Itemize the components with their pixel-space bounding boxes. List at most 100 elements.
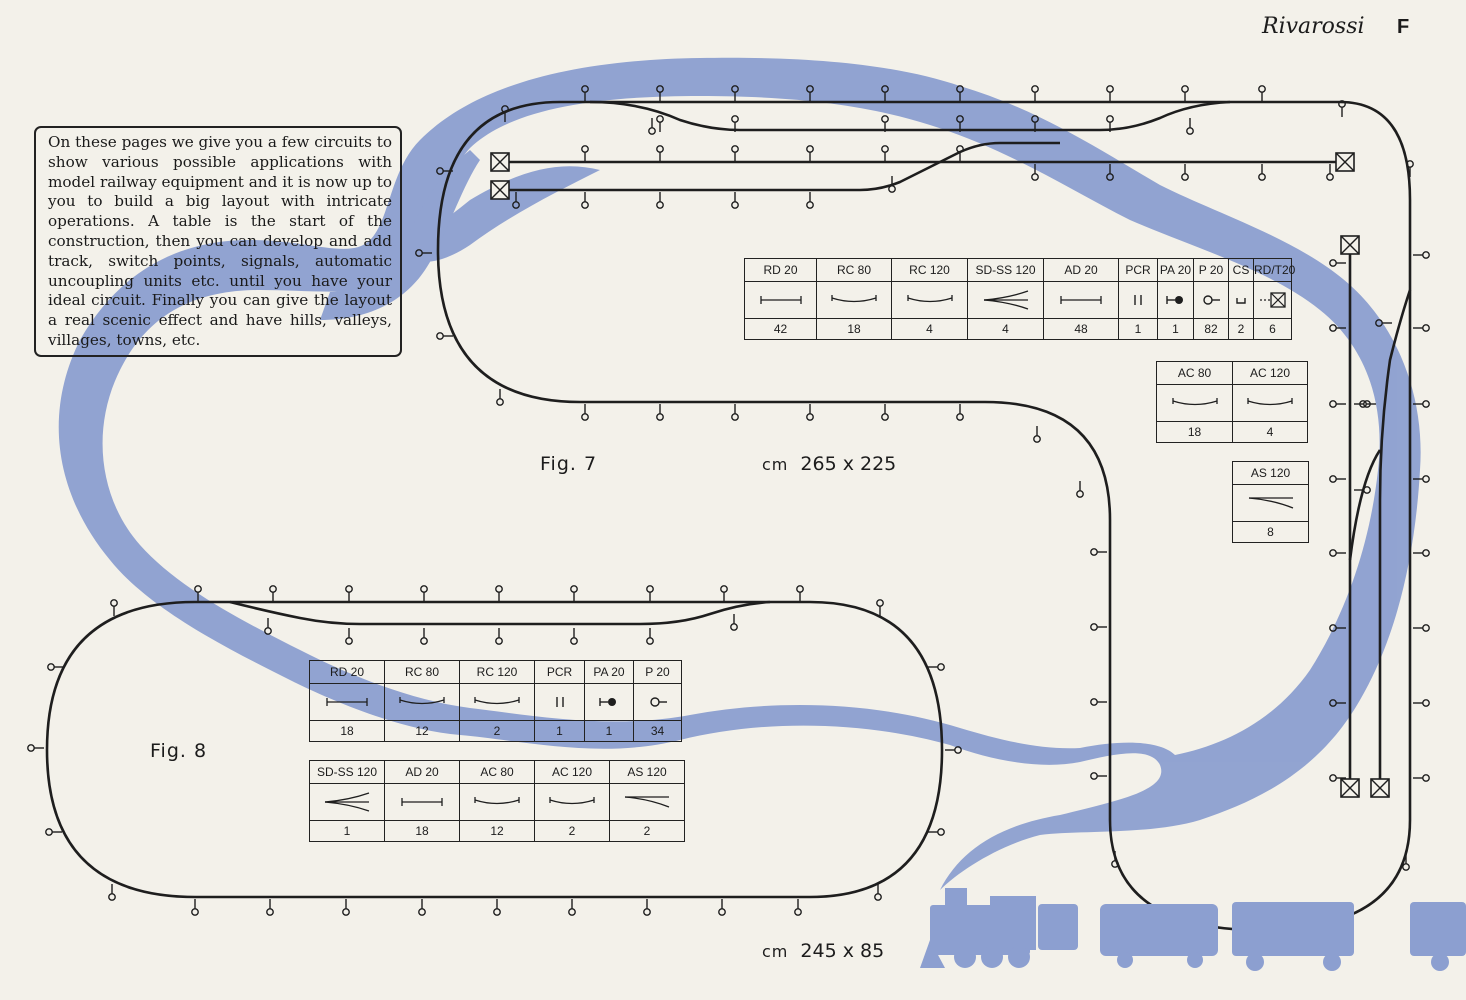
part-quantity: 4 xyxy=(891,318,968,340)
part-header: RC 120 xyxy=(891,258,968,282)
part-quantity: 18 xyxy=(384,820,460,842)
part-quantity: 12 xyxy=(459,820,535,842)
curve-track-icon xyxy=(1156,384,1233,422)
parts-row-symbols xyxy=(1232,484,1309,522)
part-quantity: 18 xyxy=(309,720,385,742)
signal-icon xyxy=(1157,281,1194,319)
fig7-as-parts-table: AS 120 8 xyxy=(1232,461,1309,543)
part-quantity: 1 xyxy=(534,720,585,742)
curve-track-icon xyxy=(534,783,610,821)
train-silhouette xyxy=(920,888,1466,971)
part-header: AC 80 xyxy=(1156,361,1233,385)
parts-row-symbols xyxy=(309,683,682,721)
parts-row-symbols xyxy=(309,783,685,821)
part-header: AC 120 xyxy=(534,760,610,784)
intro-text-box: On these pages we give you a few circuit… xyxy=(34,126,402,357)
curve-track-icon xyxy=(1232,384,1308,422)
curve-track-icon xyxy=(891,281,968,319)
part-header: AC 120 xyxy=(1232,361,1308,385)
fig7-dimension-unit: cm xyxy=(762,455,789,474)
fig8-label: Fig. 8 xyxy=(150,740,208,762)
part-quantity: 34 xyxy=(633,720,682,742)
intro-text: On these pages we give you a few circuit… xyxy=(48,133,392,349)
brand-logo-text: Rivarossi xyxy=(1262,14,1365,39)
part-header: RC 120 xyxy=(459,660,535,684)
parts-row-symbols xyxy=(1156,384,1308,422)
straight-track-icon xyxy=(1043,281,1119,319)
straight-track-icon xyxy=(384,783,460,821)
fig7-dimension-value: 265 x 225 xyxy=(800,453,897,475)
fig8-dimension-unit: cm xyxy=(762,942,789,961)
buffer-stop-icon xyxy=(1253,281,1292,319)
parts-row-symbols xyxy=(744,281,1292,319)
part-header: AS 120 xyxy=(609,760,685,784)
part-header: P 20 xyxy=(1193,258,1229,282)
fig7-dimensions: cm 265 x 225 xyxy=(762,453,896,475)
part-header: AC 80 xyxy=(459,760,535,784)
part-header: RD 20 xyxy=(309,660,385,684)
fig8-dimensions: cm 245 x 85 xyxy=(762,940,884,962)
part-header: AD 20 xyxy=(384,760,460,784)
part-header: PCR xyxy=(534,660,585,684)
part-quantity: 18 xyxy=(1156,421,1233,443)
part-quantity: 2 xyxy=(459,720,535,742)
pole-icon xyxy=(1193,281,1229,319)
part-header: SD-SS 120 xyxy=(309,760,385,784)
parts-row-headers: AS 120 xyxy=(1232,461,1309,485)
part-quantity: 1 xyxy=(309,820,385,842)
switch-points-icon xyxy=(309,783,385,821)
part-quantity: 4 xyxy=(967,318,1044,340)
part-header: RD 20 xyxy=(744,258,817,282)
straight-track-icon xyxy=(744,281,817,319)
part-quantity: 2 xyxy=(609,820,685,842)
part-header: RC 80 xyxy=(816,258,892,282)
part-quantity: 8 xyxy=(1232,521,1309,543)
part-quantity: 12 xyxy=(384,720,460,742)
part-header: PA 20 xyxy=(584,660,634,684)
fig7-track-loop xyxy=(436,100,1412,932)
straight-track-icon xyxy=(309,683,385,721)
part-quantity: 42 xyxy=(744,318,817,340)
curve-track-icon xyxy=(816,281,892,319)
page-letter: F xyxy=(1397,16,1410,38)
curve-track-icon xyxy=(384,683,460,721)
part-header: RC 80 xyxy=(384,660,460,684)
fig8-dimension-value: 245 x 85 xyxy=(800,940,885,962)
pole-icon xyxy=(633,683,682,721)
part-header: RD/T20 xyxy=(1253,258,1295,282)
fig7-label: Fig. 7 xyxy=(540,453,598,475)
parts-row-quantities: 8 xyxy=(1232,521,1309,543)
part-header: P 20 xyxy=(633,660,682,684)
part-header: AD 20 xyxy=(1043,258,1119,282)
part-quantity: 2 xyxy=(1228,318,1254,340)
uncoupler-icon xyxy=(1118,281,1158,319)
part-header: CS xyxy=(1228,258,1254,282)
part-quantity: 1 xyxy=(1118,318,1158,340)
switch-track-icon xyxy=(1232,484,1309,522)
part-quantity: 6 xyxy=(1253,318,1292,340)
part-quantity: 4 xyxy=(1232,421,1308,443)
curve-track-icon xyxy=(459,683,535,721)
part-header: PCR xyxy=(1118,258,1158,282)
part-quantity: 18 xyxy=(816,318,892,340)
part-quantity: 1 xyxy=(584,720,634,742)
switch-points-icon xyxy=(967,281,1044,319)
signal-icon xyxy=(584,683,634,721)
part-quantity: 1 xyxy=(1157,318,1194,340)
track-contact-icon xyxy=(1228,281,1254,319)
part-quantity: 48 xyxy=(1043,318,1119,340)
part-header: PA 20 xyxy=(1157,258,1194,282)
part-quantity: 82 xyxy=(1193,318,1229,340)
curve-track-icon xyxy=(459,783,535,821)
